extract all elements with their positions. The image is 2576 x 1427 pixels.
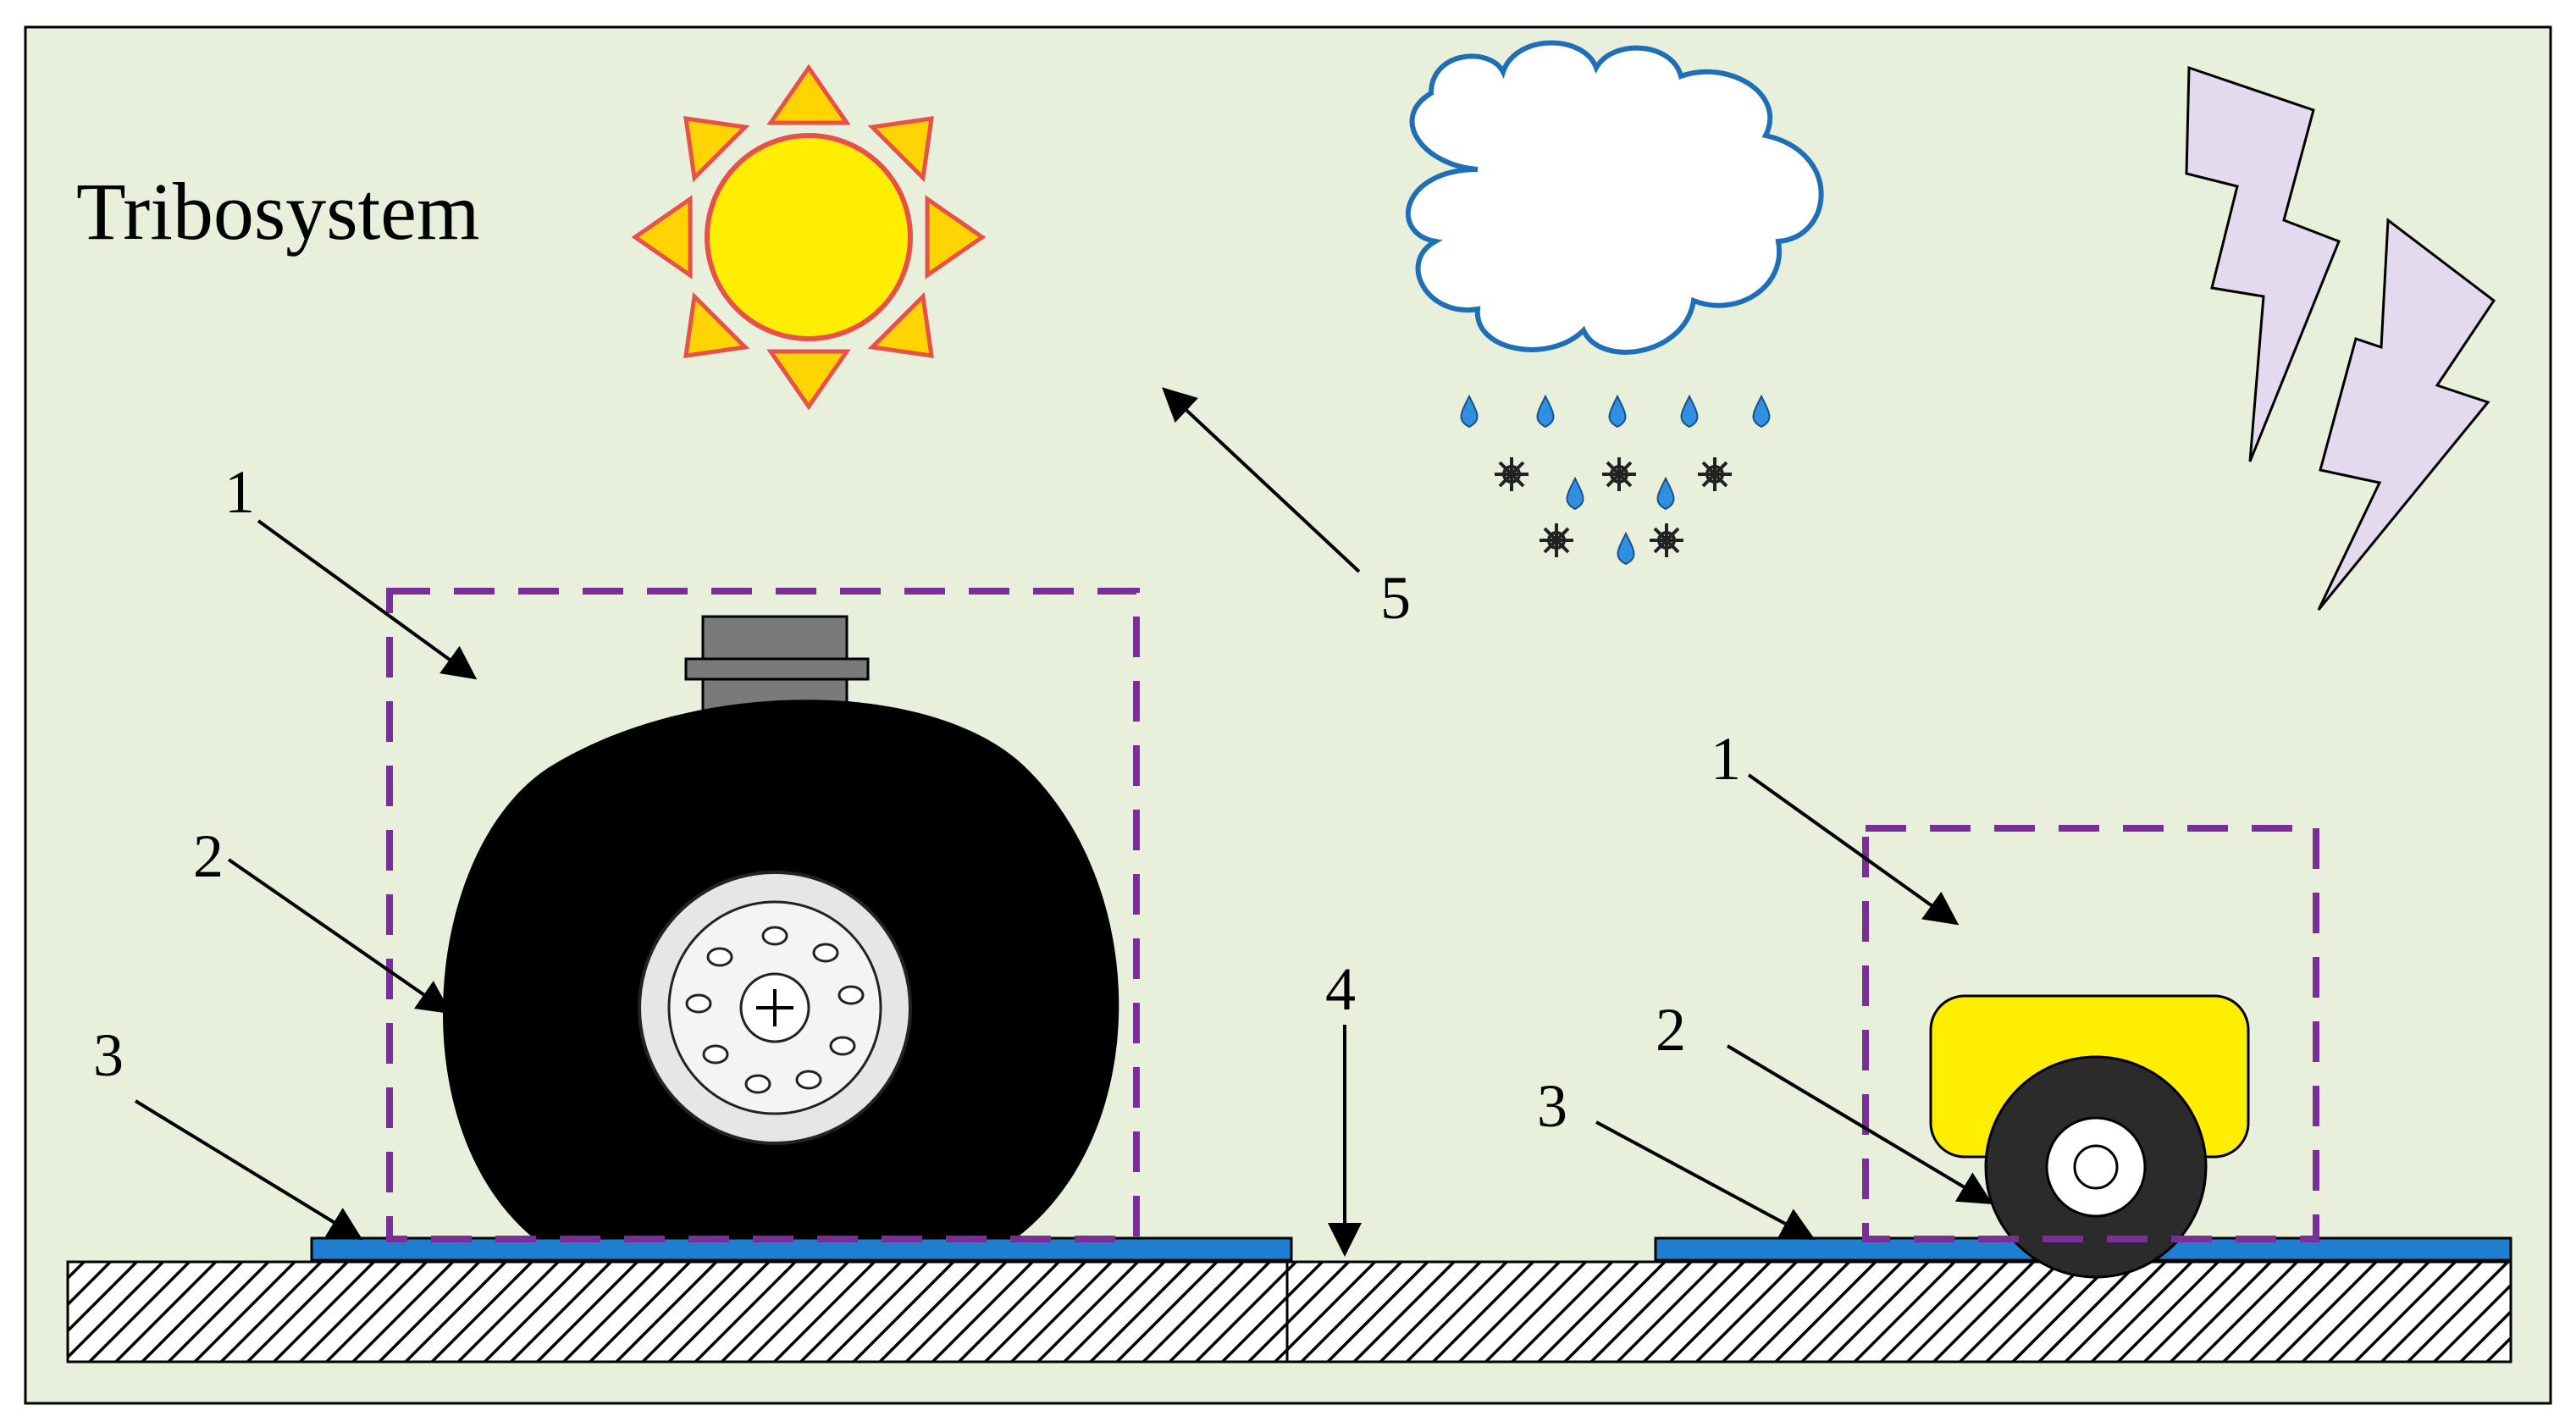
system-boundary-right (1862, 825, 2319, 1242)
cart-icon (1929, 994, 2250, 1279)
cloud-icon (1405, 40, 1824, 355)
lightning-icon (2185, 65, 2496, 611)
contact-layer-left (310, 1236, 1293, 1262)
label-2-right: 2 (1656, 996, 1686, 1064)
label-1-right: 1 (1711, 725, 1741, 793)
label-3-right: 3 (1537, 1072, 1567, 1140)
label-4: 4 (1325, 955, 1356, 1023)
label-3-left: 3 (93, 1021, 124, 1089)
label-5: 5 (1380, 564, 1411, 632)
diagram-title: Tribosystem (76, 166, 480, 257)
sun-icon (631, 64, 987, 411)
raindrop-icon (1460, 394, 1771, 566)
arrow-icon (134, 387, 1993, 1257)
system-boundary-left (386, 588, 1140, 1242)
ground (66, 1260, 2512, 1363)
wheel-icon (442, 615, 1119, 1238)
precipitation (1460, 394, 1771, 566)
label-2-left: 2 (193, 822, 224, 890)
label-1-left: 1 (224, 458, 255, 526)
snowflake-icon (1495, 457, 1732, 557)
